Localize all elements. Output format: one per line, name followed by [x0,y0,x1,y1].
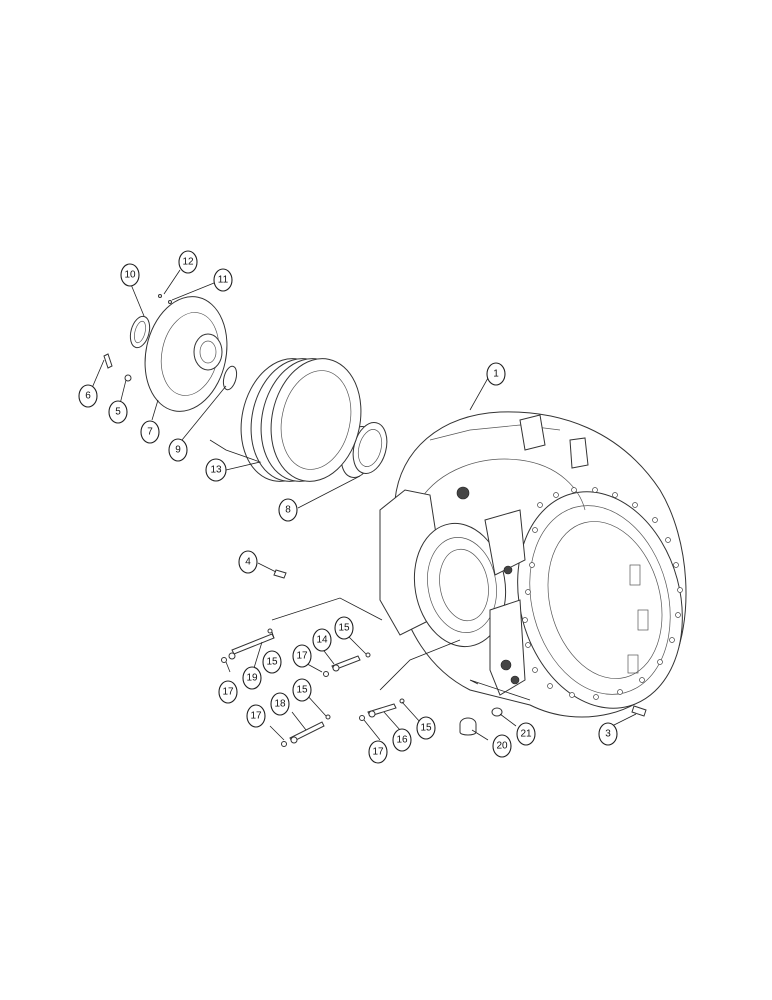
callout-17: 17 [292,644,312,668]
callout-5: 5 [108,400,128,424]
svg-text:15: 15 [296,685,308,696]
svg-text:18: 18 [274,699,286,710]
svg-text:16: 16 [396,735,408,746]
leader-lines [91,269,637,741]
callout-19: 19 [242,666,262,690]
bolt-6 [103,353,113,369]
svg-text:17: 17 [296,651,308,662]
svg-text:9: 9 [175,445,181,456]
svg-text:12: 12 [182,257,194,268]
flange-bolt-holes [522,487,683,700]
shim-pack [240,358,362,482]
callout-13: 13 [205,458,227,482]
pin-part-3 [631,705,647,717]
svg-text:3: 3 [605,729,611,740]
axle-housing [379,411,687,718]
svg-text:8: 8 [285,505,291,516]
svg-text:19: 19 [246,673,258,684]
callout-15: 15 [334,616,354,640]
callout-14: 14 [312,628,332,652]
plug-part [459,707,503,736]
svg-text:15: 15 [420,723,432,734]
bolt-set-b [323,652,371,677]
svg-text:17: 17 [222,687,234,698]
pin-part-4 [273,569,287,579]
svg-text:5: 5 [115,407,121,418]
svg-text:17: 17 [372,747,384,758]
callout-15: 15 [292,678,312,702]
callout-20: 20 [492,734,512,758]
callout-9: 9 [168,438,188,462]
svg-text:6: 6 [85,391,91,402]
callout-17: 17 [218,680,238,704]
svg-text:7: 7 [147,427,153,438]
svg-text:14: 14 [316,635,328,646]
svg-text:10: 10 [124,270,136,281]
washer-5 [124,374,132,382]
svg-text:1: 1 [493,369,499,380]
callout-7: 7 [140,420,160,444]
small-parts-11-12 [158,294,172,304]
svg-text:15: 15 [266,657,278,668]
o-ring [222,365,238,391]
callout-12: 12 [178,250,198,274]
svg-text:11: 11 [218,275,229,286]
callout-4: 4 [238,550,258,574]
callout-15: 15 [262,650,282,674]
bolt-set-d [359,698,405,721]
callout-17: 17 [246,704,266,728]
svg-text:21: 21 [520,729,532,740]
svg-text:20: 20 [496,741,508,752]
svg-text:4: 4 [245,557,251,568]
callout-17: 17 [368,740,388,764]
callout-21: 21 [516,722,536,746]
seal [129,315,151,349]
callout-10: 10 [120,263,140,287]
callout-11: 11 [213,268,233,292]
callout-1: 1 [486,362,506,386]
svg-text:13: 13 [210,465,222,476]
end-cover [144,296,228,412]
bearing-cup [340,422,388,478]
callout-8: 8 [278,498,298,522]
bolt-set-c [281,714,331,747]
callout-15: 15 [416,716,436,740]
callout-16: 16 [392,728,412,752]
svg-text:15: 15 [338,623,350,634]
callout-6: 6 [78,384,98,408]
callout-18: 18 [270,692,290,716]
svg-text:17: 17 [250,711,262,722]
callout-3: 3 [598,722,618,746]
